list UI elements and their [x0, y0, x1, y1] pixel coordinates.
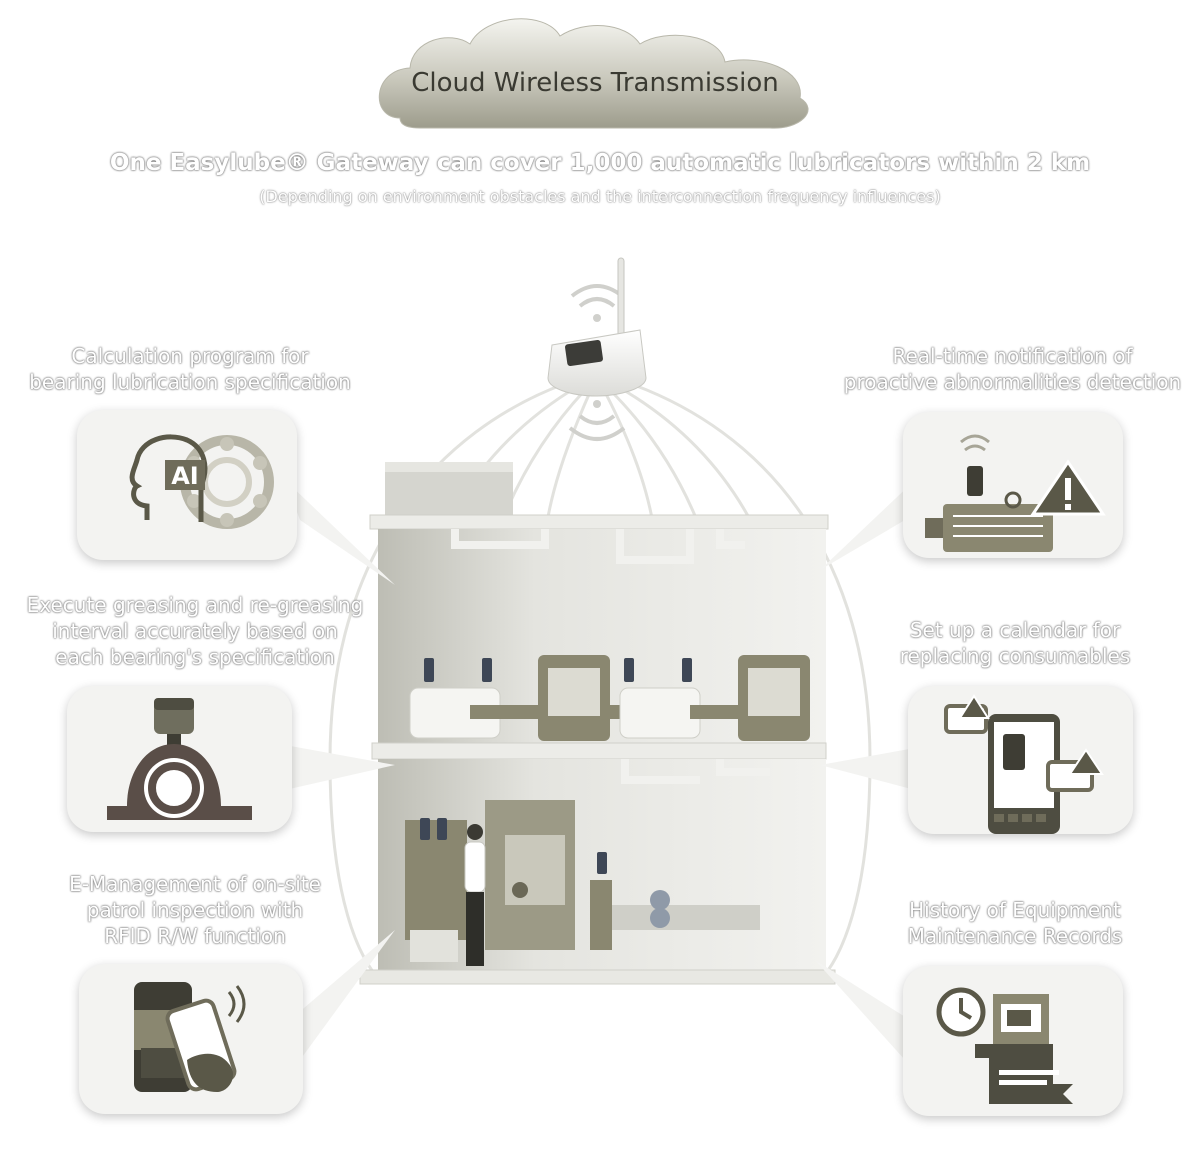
feature-label-line: Maintenance Records — [907, 924, 1123, 948]
feature-label-line: replacing consumables — [899, 644, 1131, 668]
feature-label-line: bearing lubrication specification — [29, 370, 351, 394]
ai-bearing-icon: AI — [129, 434, 274, 529]
feature-label-maintenance-history: History of Equipment Maintenance Records — [870, 897, 1160, 949]
bearing-housing-icon — [107, 698, 252, 820]
maintenance-history-icon — [936, 987, 1073, 1104]
gateway-coverage-subtitle: One Easylube® Gateway can cover 1,000 au… — [109, 150, 1091, 176]
factory-building — [359, 462, 836, 985]
feature-label-line: each bearing's specification — [55, 645, 335, 669]
card-greasing-interval — [67, 686, 292, 832]
feature-label-line: History of Equipment — [909, 898, 1121, 922]
feature-label-realtime-notification: Real-time notification of proactive abno… — [830, 343, 1195, 395]
card-realtime-notification — [903, 412, 1123, 558]
cloud-shape — [378, 18, 809, 129]
rfid-phone-icon — [134, 982, 246, 1092]
feature-label-line: patrol inspection with — [86, 898, 304, 922]
feature-label-line: RFID R/W function — [104, 924, 286, 948]
card-rfid — [79, 964, 303, 1114]
gateway-router — [547, 257, 647, 441]
consumables-calendar-icon — [944, 694, 1104, 834]
feature-label-line: E-Management of on-site — [69, 872, 321, 896]
card-consumables-calendar — [908, 686, 1133, 834]
feature-label-calculation: Calculation program for bearing lubricat… — [10, 343, 370, 395]
cloud-title: Cloud Wireless Transmission — [411, 68, 779, 98]
upper-machines — [409, 655, 810, 741]
feature-label-line: Execute greasing and re-greasing — [26, 593, 364, 617]
card-calculation: AI — [77, 410, 297, 560]
feature-label-line: Calculation program for — [71, 344, 309, 368]
card-maintenance-history — [903, 966, 1123, 1116]
lower-machines — [405, 800, 760, 966]
coverage-note: (Depending on environment obstacles and … — [259, 187, 941, 206]
callout-pointers — [285, 480, 915, 1060]
feature-label-line: proactive abnormalities detection — [843, 370, 1182, 394]
feature-label-greasing-interval: Execute greasing and re-greasing interva… — [10, 592, 380, 670]
svg-text:AI: AI — [171, 462, 199, 490]
feature-label-line: interval accurately based on — [52, 619, 338, 643]
feature-label-line: Real-time notification of — [892, 344, 1133, 368]
feature-label-line: Set up a calendar for — [909, 618, 1121, 642]
feature-label-consumables-calendar: Set up a calendar for replacing consumab… — [860, 617, 1170, 669]
warning-motor-icon — [925, 434, 1106, 552]
feature-label-rfid: E-Management of on-site patrol inspectio… — [20, 871, 370, 949]
